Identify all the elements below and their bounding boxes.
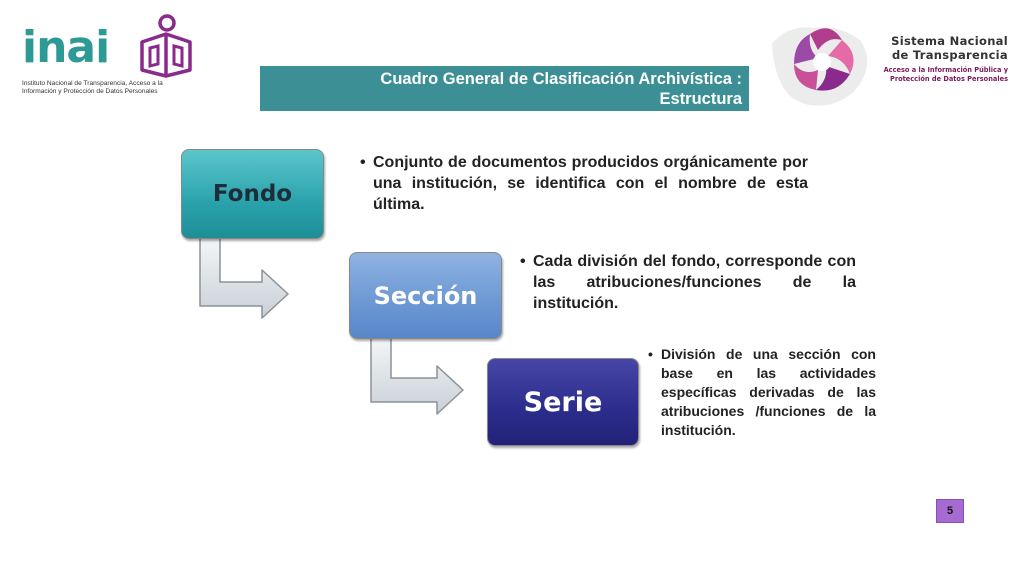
serie-description-text: División de una sección con base en las … [661, 346, 876, 438]
bullet-glyph: • [360, 154, 366, 171]
snt-logo: Sistema Nacional de Transparencia Acceso… [768, 14, 1008, 110]
seccion-description-text: Cada división del fondo, corresponde con… [533, 253, 856, 312]
snt-line2: de Transparencia [891, 48, 1008, 62]
snt-line1: Sistema Nacional [891, 34, 1008, 48]
slide-title-line2: Estructura [659, 90, 742, 108]
inai-logo-word: inai [22, 22, 110, 73]
bullet-glyph: • [520, 253, 526, 270]
level-box-serie: Serie [487, 358, 639, 446]
inai-person-box-icon [140, 14, 192, 78]
inai-logo-subtitle: Instituto Nacional de Transparencia, Acc… [22, 80, 163, 95]
page-number: 5 [936, 499, 964, 523]
slide-title-banner: Cuadro General de Clasificación Archivís… [260, 66, 749, 111]
snt-logo-text: Sistema Nacional de Transparencia Acceso… [880, 34, 1008, 84]
seccion-description: • Cada división del fondo, corresponde c… [520, 251, 856, 314]
fondo-to-seccion-arrow [199, 237, 289, 319]
fondo-description: • Conjunto de documentos producidos orgá… [360, 152, 808, 215]
level-box-seccion: Sección [349, 252, 502, 339]
serie-description: • División de una sección con base en la… [648, 345, 876, 440]
snt-subtitle: Acceso a la Información Pública y Protec… [883, 66, 1008, 83]
seccion-to-serie-arrow [370, 337, 464, 415]
slide-title-line1: Cuadro General de Clasificación Archivís… [380, 70, 742, 88]
fondo-description-text: Conjunto de documentos producidos orgáni… [373, 154, 808, 213]
inai-logo: inai Instituto Nacional de Transparencia… [18, 12, 192, 102]
snt-swirl-map-icon [772, 27, 868, 106]
bullet-glyph: • [648, 346, 653, 362]
level-box-fondo: Fondo [181, 149, 324, 239]
